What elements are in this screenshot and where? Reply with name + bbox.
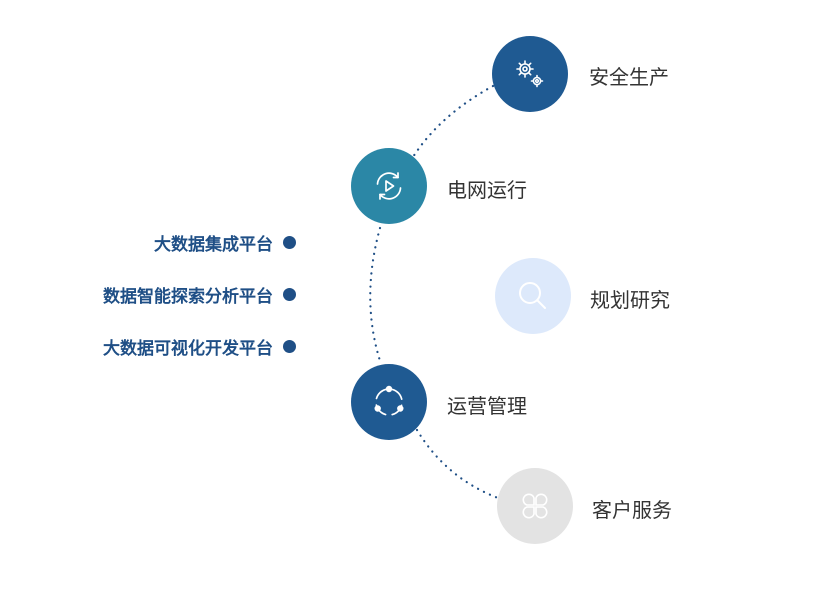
node-label: 规划研究 — [590, 288, 670, 312]
node-safety-production — [492, 36, 568, 112]
gears-icon — [516, 60, 544, 88]
platform-item: 数据智能探索分析平台 — [103, 282, 296, 307]
node-label: 安全生产 — [589, 65, 669, 89]
node-grid-operation — [351, 148, 427, 224]
bullet-dot — [283, 287, 296, 301]
platform-label: 大数据可视化开发平台 — [103, 338, 273, 359]
node-customer-service — [497, 468, 573, 544]
node-label: 电网运行 — [447, 178, 527, 202]
platform-label: 数据智能探索分析平台 — [103, 286, 273, 307]
node-planning-research — [495, 258, 571, 334]
node-operation-management — [351, 364, 427, 440]
platform-item: 大数据可视化开发平台 — [103, 334, 296, 359]
bullet-dot — [283, 235, 296, 249]
node-label: 运营管理 — [447, 394, 527, 418]
bullet-dot — [283, 339, 296, 353]
platform-item: 大数据集成平台 — [154, 230, 296, 255]
platform-label: 大数据集成平台 — [154, 234, 273, 255]
refresh-play-icon — [376, 172, 402, 200]
node-label: 客户服务 — [592, 498, 672, 522]
clover-icon — [522, 493, 548, 519]
cycle-icon — [374, 385, 404, 416]
search-icon — [519, 282, 546, 309]
